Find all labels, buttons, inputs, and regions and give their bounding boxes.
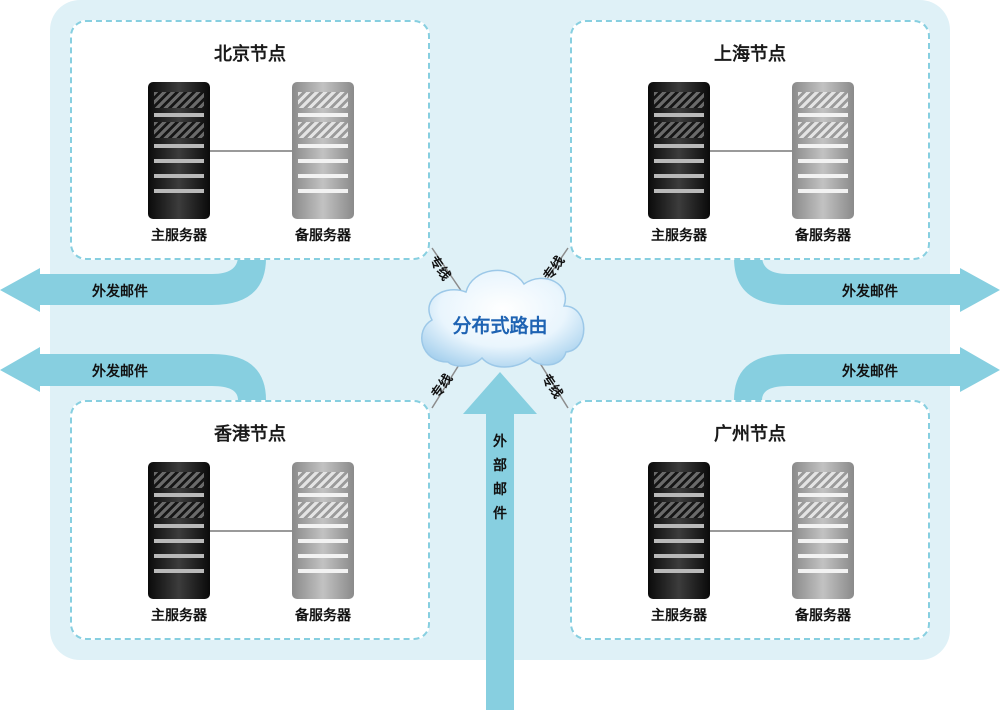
primary-server-icon	[648, 462, 710, 599]
outgoing-mail-label-bottom-right: 外发邮件	[842, 364, 898, 380]
backup-server-icon	[292, 82, 354, 219]
server-link-line	[210, 530, 292, 532]
primary-server-label: 主服务器	[151, 228, 207, 244]
backup-server-label: 备服务器	[295, 608, 351, 624]
primary-server-label: 主服务器	[151, 608, 207, 624]
backup-server-icon	[792, 462, 854, 599]
node-beijing: 北京节点 主服务器 备服务器	[70, 20, 430, 260]
backup-server-label: 备服务器	[795, 608, 851, 624]
line-beijing-hub	[431, 247, 463, 293]
cloud-shape	[421, 269, 585, 368]
outgoing-mail-label-bottom-left: 外发邮件	[92, 364, 148, 380]
node-title: 广州节点	[714, 424, 786, 445]
outgoing-mail-label-top-left: 外发邮件	[92, 284, 148, 300]
node-title: 香港节点	[214, 424, 286, 445]
node-title: 北京节点	[214, 44, 286, 65]
primary-server-label: 主服务器	[651, 608, 707, 624]
primary-server-label: 主服务器	[651, 228, 707, 244]
outgoing-mail-label-top-right: 外发邮件	[842, 284, 898, 300]
backup-server-label: 备服务器	[295, 228, 351, 244]
line-hongkong-hub	[431, 359, 463, 409]
external-mail-text: 外部邮件	[493, 434, 507, 522]
line-guangzhou-hub	[537, 359, 569, 409]
backup-server-label: 备服务器	[795, 228, 851, 244]
server-link-line	[710, 530, 792, 532]
primary-server-icon	[148, 82, 210, 219]
server-link-line	[210, 150, 292, 152]
backup-server-icon	[792, 82, 854, 219]
arrow-outgoing-top-left	[0, 256, 266, 312]
node-guangzhou: 广州节点 主服务器 备服务器	[570, 400, 930, 640]
primary-server-icon	[648, 82, 710, 219]
node-hongkong: 香港节点 主服务器 备服务器	[70, 400, 430, 640]
arrow-outgoing-top-right	[734, 256, 1000, 312]
node-shanghai: 上海节点 主服务器 备服务器	[570, 20, 930, 260]
hub-label: 分布式路由	[452, 315, 548, 337]
backup-server-icon	[292, 462, 354, 599]
external-mail-label: 外部邮件	[490, 430, 510, 526]
node-title: 上海节点	[714, 44, 786, 65]
arrow-outgoing-bottom-left	[0, 347, 266, 400]
server-link-line	[710, 150, 792, 152]
arrow-outgoing-bottom-right	[734, 347, 1000, 400]
primary-server-icon	[148, 462, 210, 599]
arrow-external-mail	[463, 372, 537, 710]
